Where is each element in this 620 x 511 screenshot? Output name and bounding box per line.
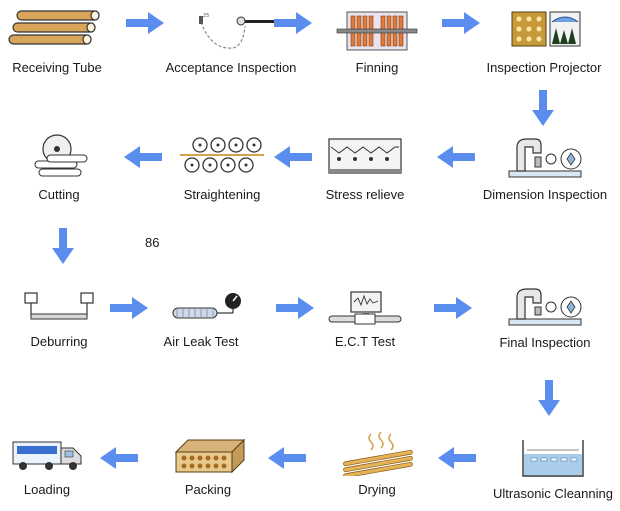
step-deburring: Deburring [0,290,134,349]
step-acceptance-inspection: 25 Acceptance Inspection [156,8,306,75]
air-gauge-icon [172,293,241,319]
arrow-right-icon [276,297,314,319]
step-label: Loading [23,482,71,497]
step-label: Stress relieve [325,187,405,202]
arrow-right-icon [110,297,148,319]
caliper-icon: 25 [199,13,275,49]
furnace-icon [328,138,402,174]
drying-tubes-icon [343,432,413,476]
step-label: Acceptance Inspection [165,60,297,75]
truck-icon [12,441,82,470]
arrow-right-icon [126,12,164,34]
step-ect-test: E.C.T Test [290,290,440,349]
step-label: Receiving Tube [12,60,102,75]
svg-text:25: 25 [203,13,209,19]
final-gauge-icon [508,288,582,326]
step-label: Cutting [38,187,80,202]
step-label: Dimension Inspection [482,187,608,202]
step-inspection-projector: Inspection Projector [469,8,619,75]
arrow-left-icon [438,447,476,469]
step-label: Final Inspection [499,335,591,350]
dimension-gauge-icon [508,138,582,178]
step-dimension-inspection: Dimension Inspection [470,133,620,202]
step-label: Ultrasonic Cleanning [493,486,613,501]
stray-number-label: 86 [145,235,160,250]
roller-icon [180,137,264,173]
step-ultrasonic-cleaning: Ultrasonic Cleanning [478,436,620,501]
finning-machine-icon [336,11,418,51]
step-air-leak-test: Air Leak Test [126,290,276,349]
arrow-right-icon [434,297,472,319]
step-finning: Finning [302,8,452,75]
arrow-down-icon [538,380,560,416]
step-receiving-tube: Receiving Tube [0,8,132,75]
arrow-right-icon [442,12,480,34]
arrow-left-icon [268,447,306,469]
step-stress-relieve: Stress relieve [290,133,440,202]
ect-monitor-icon [328,291,402,325]
step-label: Packing [184,482,232,497]
step-cutting: Cutting [0,133,134,202]
step-label: E.C.T Test [334,334,396,349]
arrow-down-icon [52,228,74,264]
deburr-tool-icon [24,292,94,320]
arrow-left-icon [124,146,162,168]
arrow-right-icon [274,12,312,34]
step-label: Inspection Projector [486,60,602,75]
arrow-left-icon [437,146,475,168]
arrow-left-icon [274,146,312,168]
ultrasonic-tank-icon [522,440,584,477]
tube-bundle-icon [8,10,100,45]
step-loading: Loading [0,432,122,497]
arrow-down-icon [532,90,554,126]
projector-icon [511,11,581,47]
crate-icon [174,438,246,474]
arrow-left-icon [100,447,138,469]
step-straightening: Straightening [147,133,297,202]
step-drying: Drying [302,432,452,497]
saw-blade-icon [34,134,88,177]
step-label: Air Leak Test [163,334,239,349]
step-label: Straightening [183,187,261,202]
step-label: Finning [355,60,399,75]
step-packing: Packing [133,432,283,497]
step-label: Deburring [30,334,88,349]
step-final-inspection: Final Inspection [470,285,620,350]
step-label: Drying [358,482,396,497]
